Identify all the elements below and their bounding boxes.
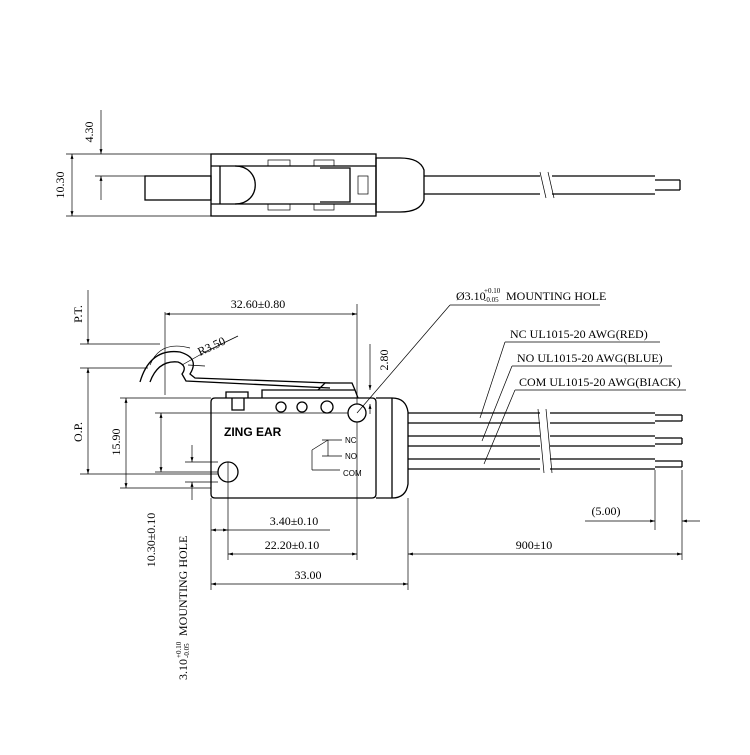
svg-text:MOUNTING HOLE: MOUNTING HOLE [176,536,190,636]
dim-strip-length: (5.00) [592,504,621,518]
svg-text:-0.05: -0.05 [183,643,191,658]
wire-label-nc: NC UL1015-20 AWG(RED) [510,327,648,341]
mounting-hole-top-label: Ø3.10 +0.10 -0.05 MOUNTING HOLE [456,287,606,304]
wire-label-no: NO UL1015-20 AWG(BLUE) [517,351,663,365]
top-cable-boot [375,157,425,213]
dim-hole-spacing: 3.40±0.10 [270,514,319,528]
dim-lever-radius: R3.50 [195,334,227,359]
wire-label-com: COM UL1015-20 AWG(BIACK) [519,375,681,389]
lever-arm [139,350,331,384]
top-view: 4.30 10.30 [53,110,681,217]
dim-wire-length: 900±10 [516,538,553,552]
svg-text:+0.10: +0.10 [484,287,501,295]
dim-offset: 2.80 [377,350,391,371]
wire-bundle [408,408,683,474]
terminal-com: COM [343,469,362,478]
dim-body-length: 32.60±0.80 [231,297,286,311]
switch-body [210,397,377,499]
contact-schematic: NC NO COM [311,436,362,478]
side-cable-boot [376,397,409,499]
svg-text:Ø3.10: Ø3.10 [456,289,486,303]
side-view: ZING EAR NC NO COM 32.60±0.80 R3.50 2.80 [71,287,700,680]
top-lever [144,175,212,201]
svg-text:MOUNTING HOLE: MOUNTING HOLE [506,289,606,303]
dim-hole-height: 10.30±0.10 [144,513,158,568]
terminal-nc: NC [345,436,357,445]
dim-pt: P.T. [71,305,85,323]
brand-label: ZING EAR [224,425,282,439]
svg-text:-0.05: -0.05 [484,296,499,304]
dim-total-length: 33.00 [295,568,322,582]
terminal-no: NO [345,452,357,461]
dim-op: O.P. [71,422,85,442]
dim-top-height: 4.30 [82,122,96,143]
dim-hole-to-hole: 22.20±0.10 [265,538,320,552]
svg-text:3.10: 3.10 [176,659,190,680]
mounting-hole-left-label: 3.10 +0.10 -0.05 MOUNTING HOLE [175,536,191,680]
svg-text:+0.10: +0.10 [175,641,183,658]
dim-top-width: 10.30 [53,172,67,199]
top-body [210,153,377,217]
dim-body-height: 15.90 [109,429,123,456]
